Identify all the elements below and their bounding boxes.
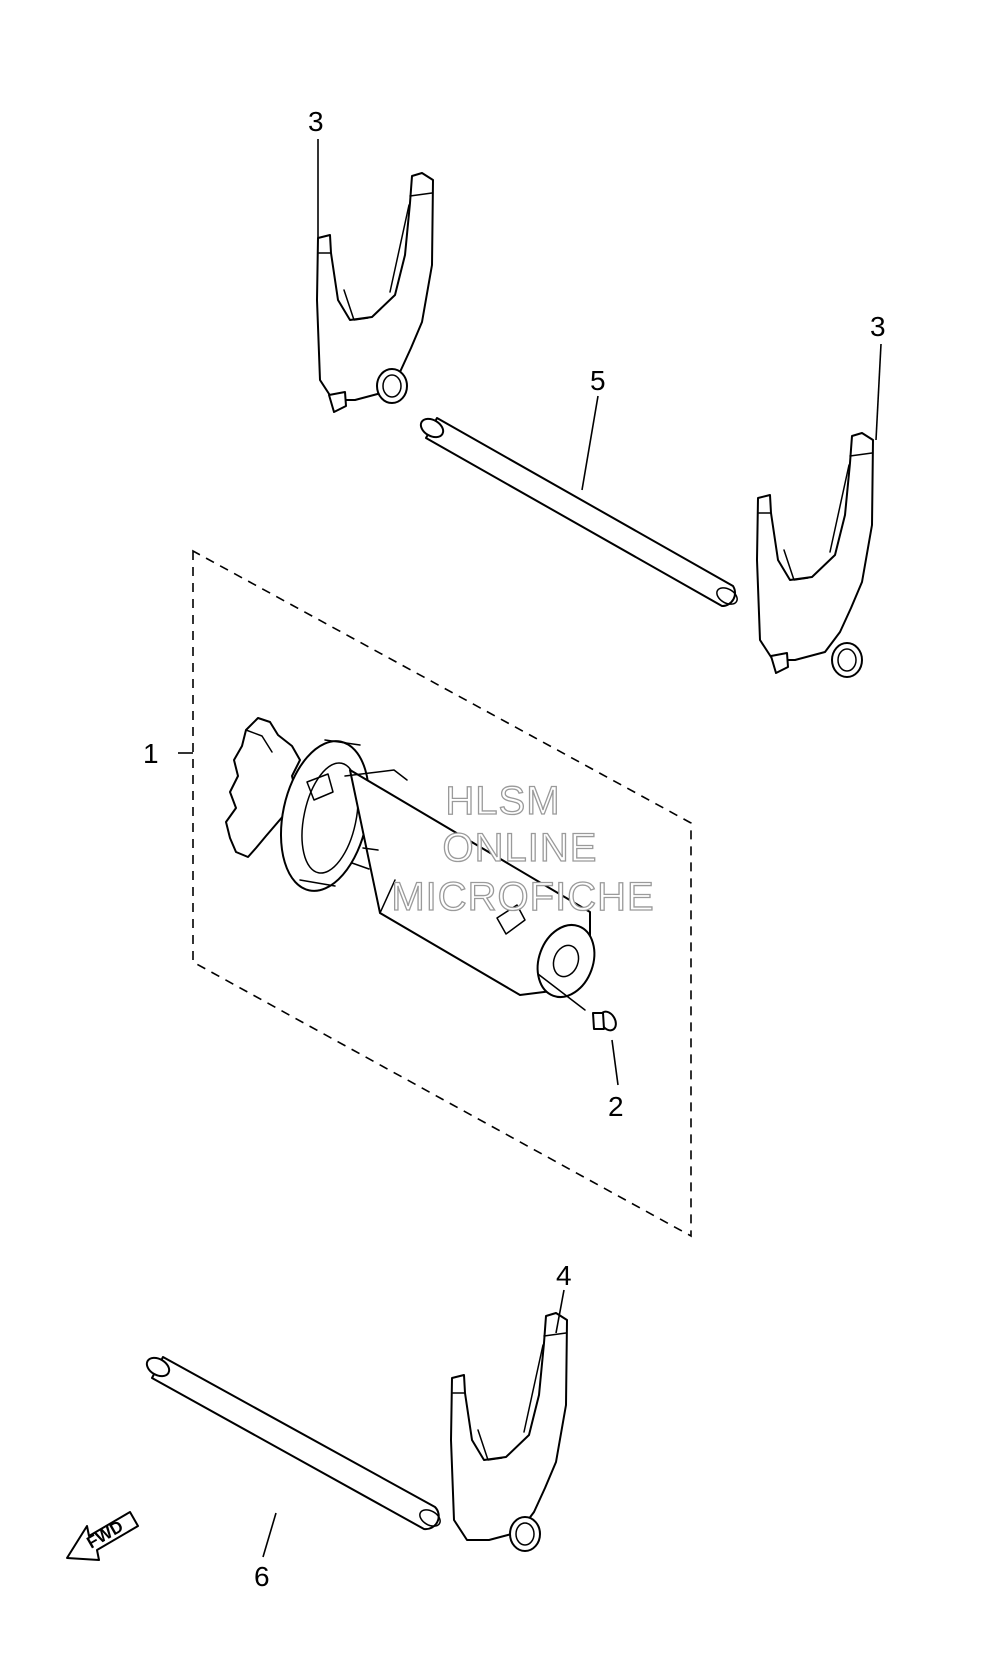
pin[interactable] [537, 973, 619, 1033]
watermark: HLSM ONLINE MICROFICHE [391, 778, 655, 919]
shift-fork-upper-left[interactable] [316, 172, 434, 413]
shift-drum-assembly-boundary [192, 549, 692, 1238]
callout-2: 2 [608, 1091, 624, 1122]
watermark-line-3: MICROFICHE [391, 875, 654, 919]
guide-bar-upper[interactable] [418, 415, 740, 608]
callout-6: 6 [254, 1561, 270, 1592]
watermark-line-1: HLSM [445, 779, 560, 823]
callout-4: 4 [556, 1260, 572, 1291]
callout-3-upper-right: 3 [870, 311, 886, 342]
watermark-line-2: ONLINE [443, 826, 598, 870]
fwd-arrow-icon: FWD [66, 1511, 139, 1561]
fwd-label: FWD [84, 1517, 127, 1553]
guide-bar-lower[interactable] [144, 1354, 443, 1531]
callout-5: 5 [590, 365, 606, 396]
leader-lines [178, 139, 882, 1558]
callout-3-upper-left: 3 [308, 106, 324, 137]
shift-fork-upper-right[interactable] [756, 432, 874, 678]
callout-1: 1 [143, 738, 159, 769]
shift-fork-lower[interactable] [450, 1312, 568, 1552]
